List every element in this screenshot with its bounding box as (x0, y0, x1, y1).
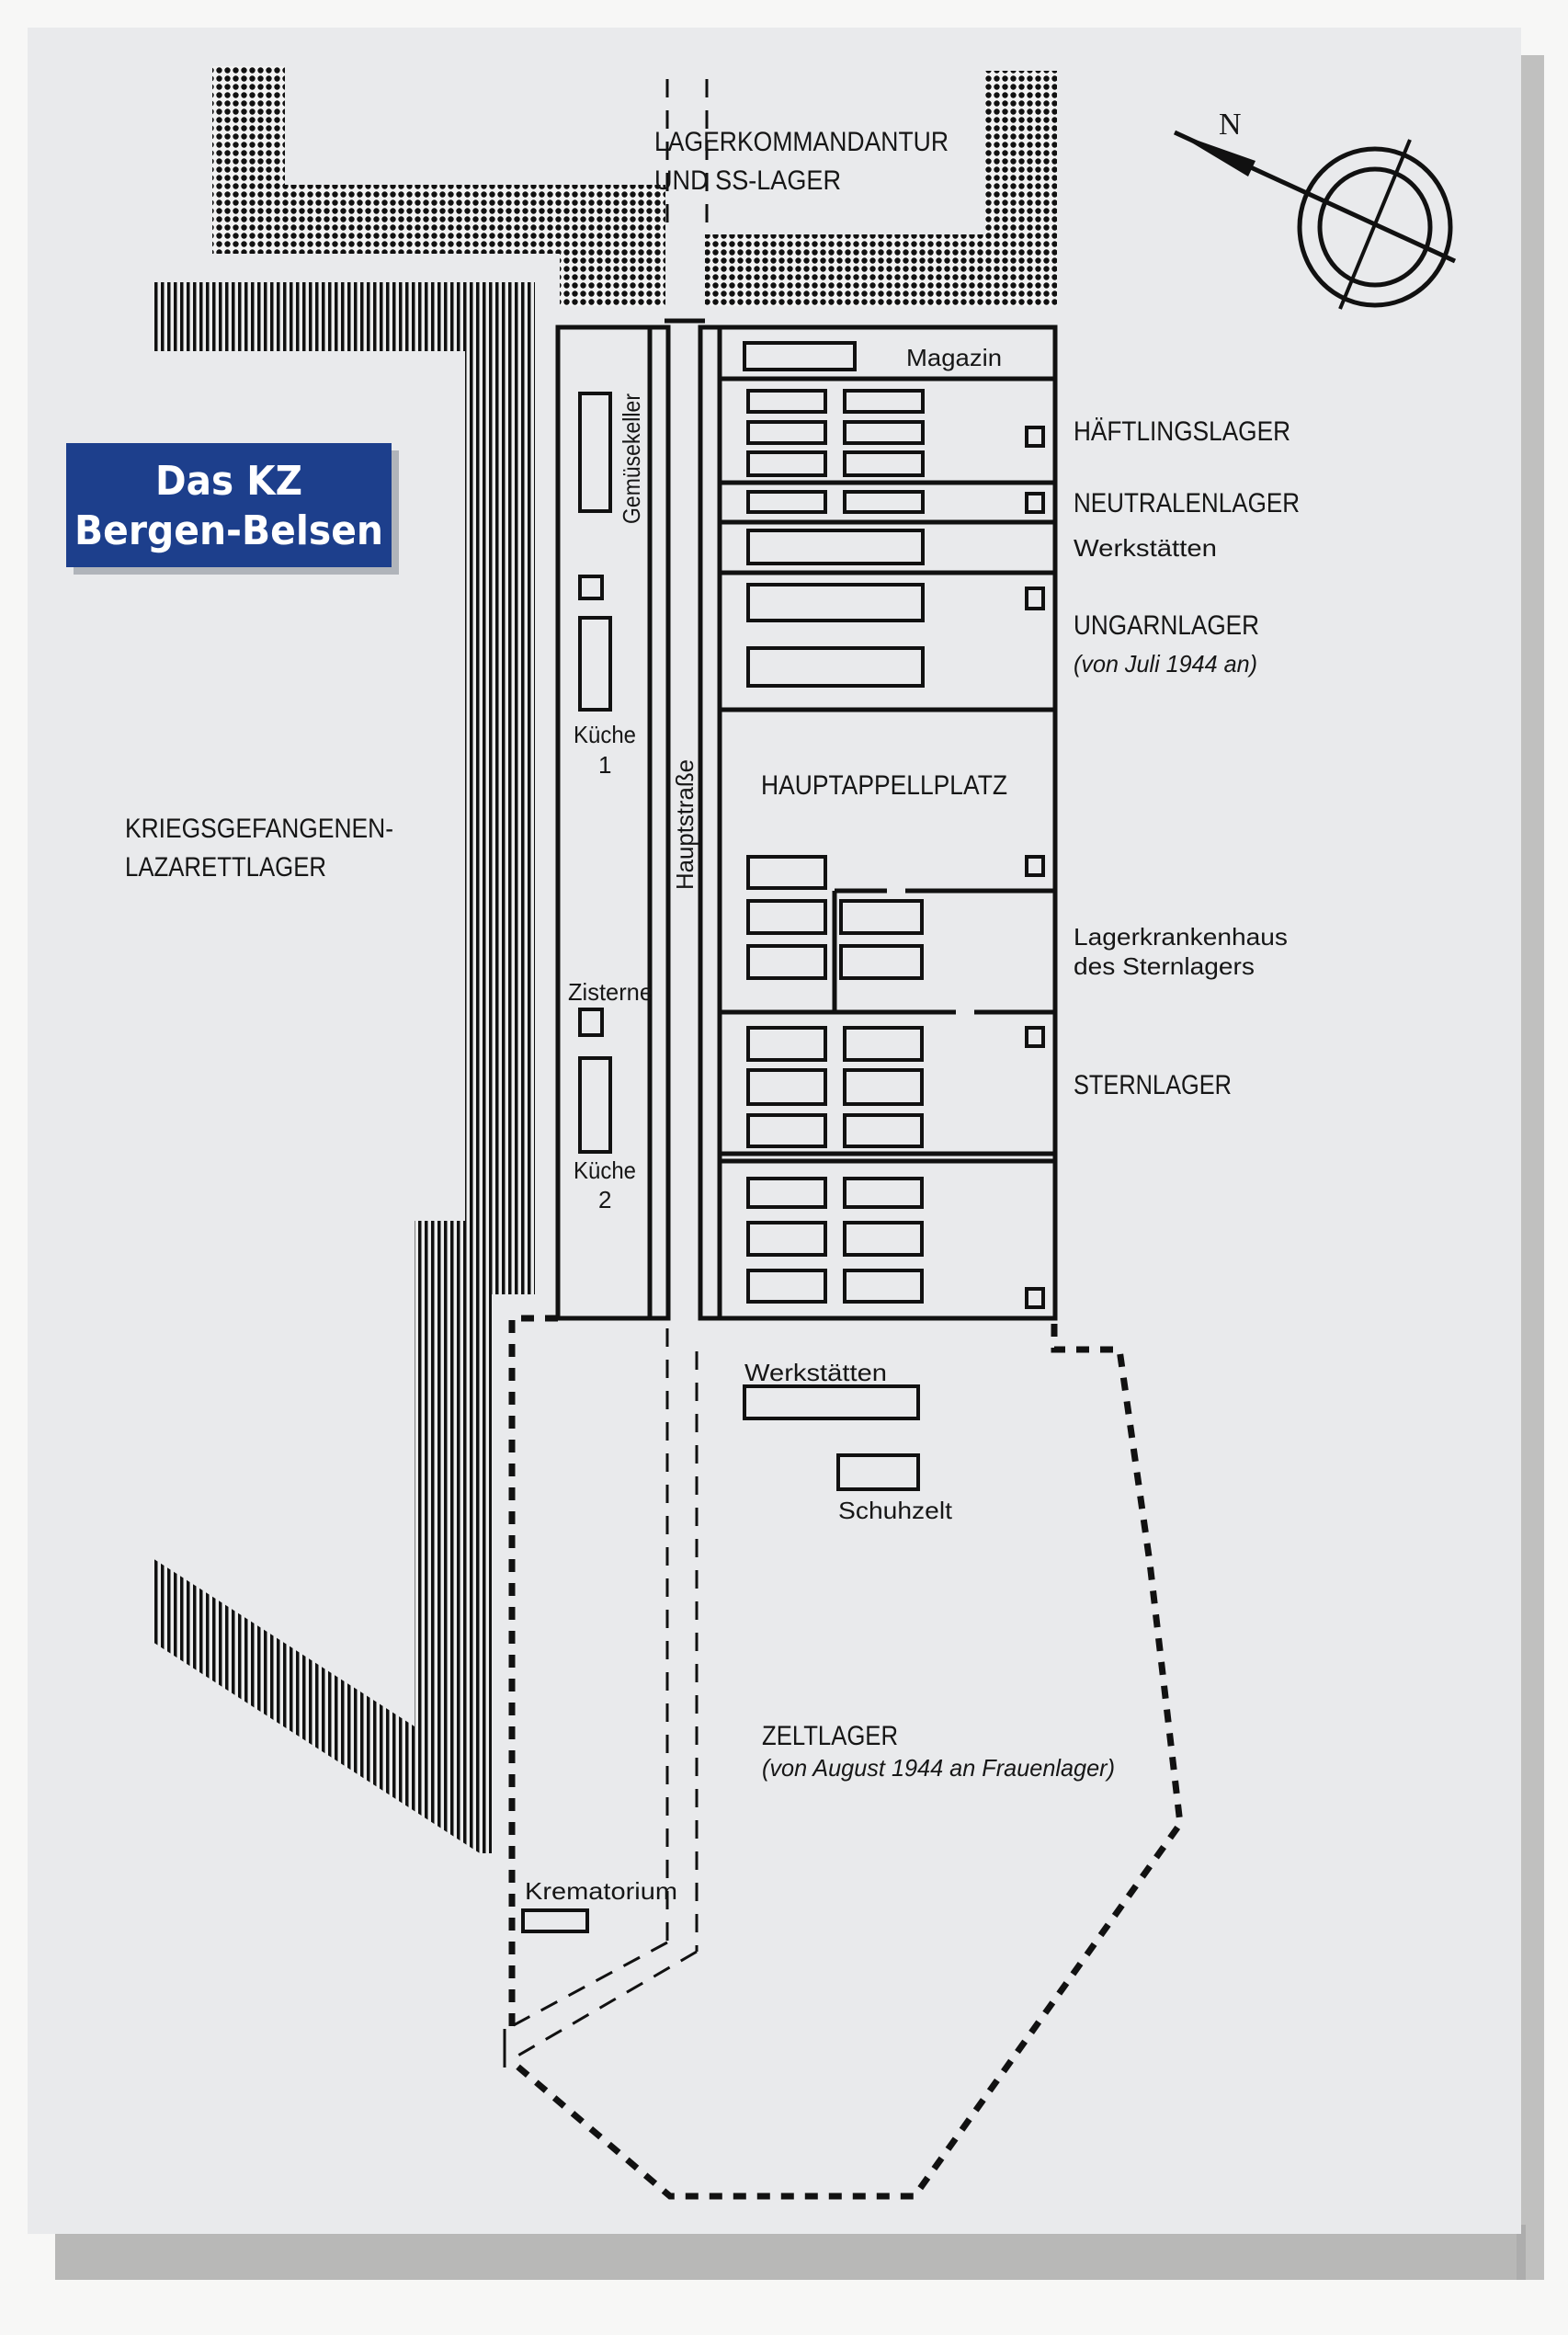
map-paper (28, 28, 1521, 2234)
label-ungarnlager-note: (von Juli 1944 an) (1074, 650, 1257, 678)
label-gemuesekeller: Gemüsekeller (618, 393, 645, 524)
ss-area-left (212, 66, 665, 306)
label-zisterne: Zisterne (568, 978, 653, 1006)
label-krematorium: Krematorium (525, 1877, 677, 1905)
label-magazin: Magazin (906, 344, 1002, 371)
title-line1: Das KZ (155, 458, 302, 505)
label-sternlager: STERNLAGER (1074, 1070, 1232, 1100)
magazin-building (743, 341, 857, 371)
guard-squares (1025, 426, 1045, 1309)
label-schuhzelt: Schuhzelt (838, 1497, 953, 1524)
label-werkstaetten-lower: Werkstätten (744, 1359, 887, 1386)
label-kommandantur-2: UND SS-LAGER (654, 165, 841, 196)
label-lagerkrankenhaus-2: des Sternlagers (1074, 952, 1255, 980)
kueche1-building (578, 616, 612, 712)
label-lagerkrankenhaus-1: Lagerkrankenhaus (1074, 923, 1288, 951)
pow-camp-band (153, 282, 535, 1853)
kitchen-column (555, 325, 671, 1321)
krematorium-building (521, 1908, 589, 1933)
schuhzelt-building (836, 1453, 920, 1491)
label-kueche1-1: Küche (574, 721, 636, 748)
label-kueche1-2: 1 (598, 751, 611, 779)
barracks (746, 389, 925, 1304)
label-haeftlingslager: HÄFTLINGSLAGER (1074, 416, 1290, 447)
label-zeltlager-note: (von August 1944 an Frauenlager) (762, 1754, 1115, 1782)
label-kueche2-1: Küche (574, 1156, 636, 1184)
kueche2-building (578, 1056, 612, 1154)
ss-area-right (705, 71, 1057, 306)
label-werkstaetten-right: Werkstätten (1074, 534, 1217, 562)
label-hauptstrasse: Hauptstraße (671, 759, 699, 890)
prisoner-camp-block (698, 325, 1058, 1321)
title-line2: Bergen-Belsen (74, 507, 383, 554)
werkstaetten-lower-building (743, 1384, 920, 1420)
label-zeltlager: ZELTLAGER (762, 1721, 898, 1751)
tent-camp-boundary (503, 1315, 1184, 2200)
label-lazarett-2: LAZARETTLAGER (125, 852, 326, 883)
gemuesekeller-building (578, 392, 612, 513)
entrance-road (665, 79, 709, 324)
label-neutralenlager: NEUTRALENLAGER (1074, 488, 1300, 518)
title-box: Das KZ Bergen-Belsen (66, 443, 399, 575)
label-ungarnlager: UNGARNLAGER (1074, 610, 1259, 641)
compass-icon: N (1173, 108, 1457, 310)
zisterne-building (578, 1008, 604, 1037)
label-lazarett-1: KRIEGSGEFANGENEN- (125, 814, 393, 844)
label-kueche2-2: 2 (598, 1186, 611, 1213)
label-hauptappellplatz: HAUPTAPPELLPLATZ (761, 770, 1007, 801)
label-kommandantur-1: LAGERKOMMANDANTUR (654, 127, 949, 157)
north-label: N (1219, 108, 1242, 142)
